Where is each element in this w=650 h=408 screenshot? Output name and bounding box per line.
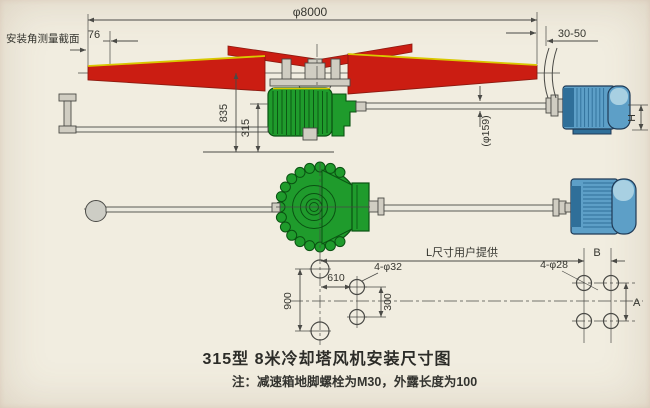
oil-gauge-rod — [75, 126, 269, 133]
title-block: 315型 8米冷却塔风机安装尺寸图 注：减速箱地脚螺栓为M30，外露长度为100 — [202, 349, 477, 389]
gearbox-output-stub — [355, 101, 367, 112]
dim-user-length-group: L尺寸用户提供 — [320, 245, 584, 264]
dim-motor-height-group: H — [626, 104, 648, 131]
blade-edge-highlight-left — [87, 55, 266, 67]
motor-plan-view — [564, 178, 637, 235]
gearbox-drain-bracket — [302, 127, 318, 141]
motor-ribs — [576, 88, 605, 127]
motor-side-view — [562, 85, 631, 135]
dim-fan-diameter-group: φ8000 — [87, 5, 538, 66]
dim-user-length: L尺寸用户提供 — [426, 245, 498, 259]
dim-shaft-diameter-group: (φ159) — [477, 86, 492, 147]
motor-plan-ribs — [583, 182, 616, 228]
dim-fan-diameter: φ8000 — [293, 5, 328, 19]
drive-assembly-view — [84, 161, 637, 345]
dim-motor-span-a: A — [633, 297, 641, 309]
oil-gauge-rod-plan — [105, 206, 289, 213]
dim-shaft-height: 315 — [240, 119, 252, 137]
foundation-plan-view: L尺寸用户提供 900 610 4-φ32 — [282, 245, 643, 343]
dim-gearbox-hole-offset: 610 — [327, 272, 345, 284]
dim-motor-span-b-group: B — [571, 247, 625, 264]
dim-shaft-diameter: (φ159) — [480, 115, 492, 146]
oil-gauge-assembly — [58, 93, 269, 134]
dim-tip-offset: 76 — [88, 29, 100, 41]
label-gearbox-holes: 4-φ32 — [374, 261, 402, 273]
drive-shaft-plan — [383, 204, 554, 212]
label-gearbox-holes-group: 4-φ32 — [361, 261, 402, 282]
section-label: 安装角测量截面 — [6, 32, 80, 45]
dim-heights-group: 835 315 — [218, 73, 268, 152]
gearbox-bolt-holes — [347, 276, 367, 328]
blade-edge-highlight-right — [347, 53, 538, 66]
section-label-group: 安装角测量截面 76 — [6, 29, 138, 65]
dim-gearbox-hole-span-group: 900 — [282, 268, 312, 332]
drawing-note: 注：减速箱地脚螺栓为M30，外露长度为100 — [232, 374, 477, 389]
gearbox-side-view — [267, 87, 367, 141]
gearbox-scallops — [274, 161, 346, 253]
gearbox-front-view — [271, 161, 379, 253]
fan-stack-wall — [543, 47, 558, 99]
dim-gearbox-hole-span: 900 — [282, 292, 294, 310]
dim-gearbox-hole-offset-group: 610 — [320, 272, 352, 290]
label-motor-holes: 4-φ28 — [540, 259, 568, 271]
drawing-title: 315型 8米冷却塔风机安装尺寸图 — [202, 349, 451, 368]
dim-tip-clearance-group: 30-50 — [506, 26, 598, 46]
dim-gearbox-hole-pitch-group: 300 — [364, 286, 394, 318]
dim-tip-clearance: 30-50 — [558, 28, 586, 40]
dim-blade-height: 835 — [218, 104, 230, 122]
label-motor-holes-group: 4-φ28 — [540, 259, 599, 291]
dim-gearbox-hole-pitch: 300 — [382, 293, 394, 311]
drive-shaft-side — [365, 102, 547, 110]
oil-gauge-ball — [85, 200, 107, 222]
dim-motor-span-a-group: A — [623, 282, 641, 322]
dim-motor-height: H — [626, 114, 638, 122]
gearbox-ribs — [272, 90, 328, 135]
dim-motor-span-b: B — [593, 247, 600, 259]
elevation-view: φ8000 安装角测量截面 76 — [6, 5, 648, 153]
